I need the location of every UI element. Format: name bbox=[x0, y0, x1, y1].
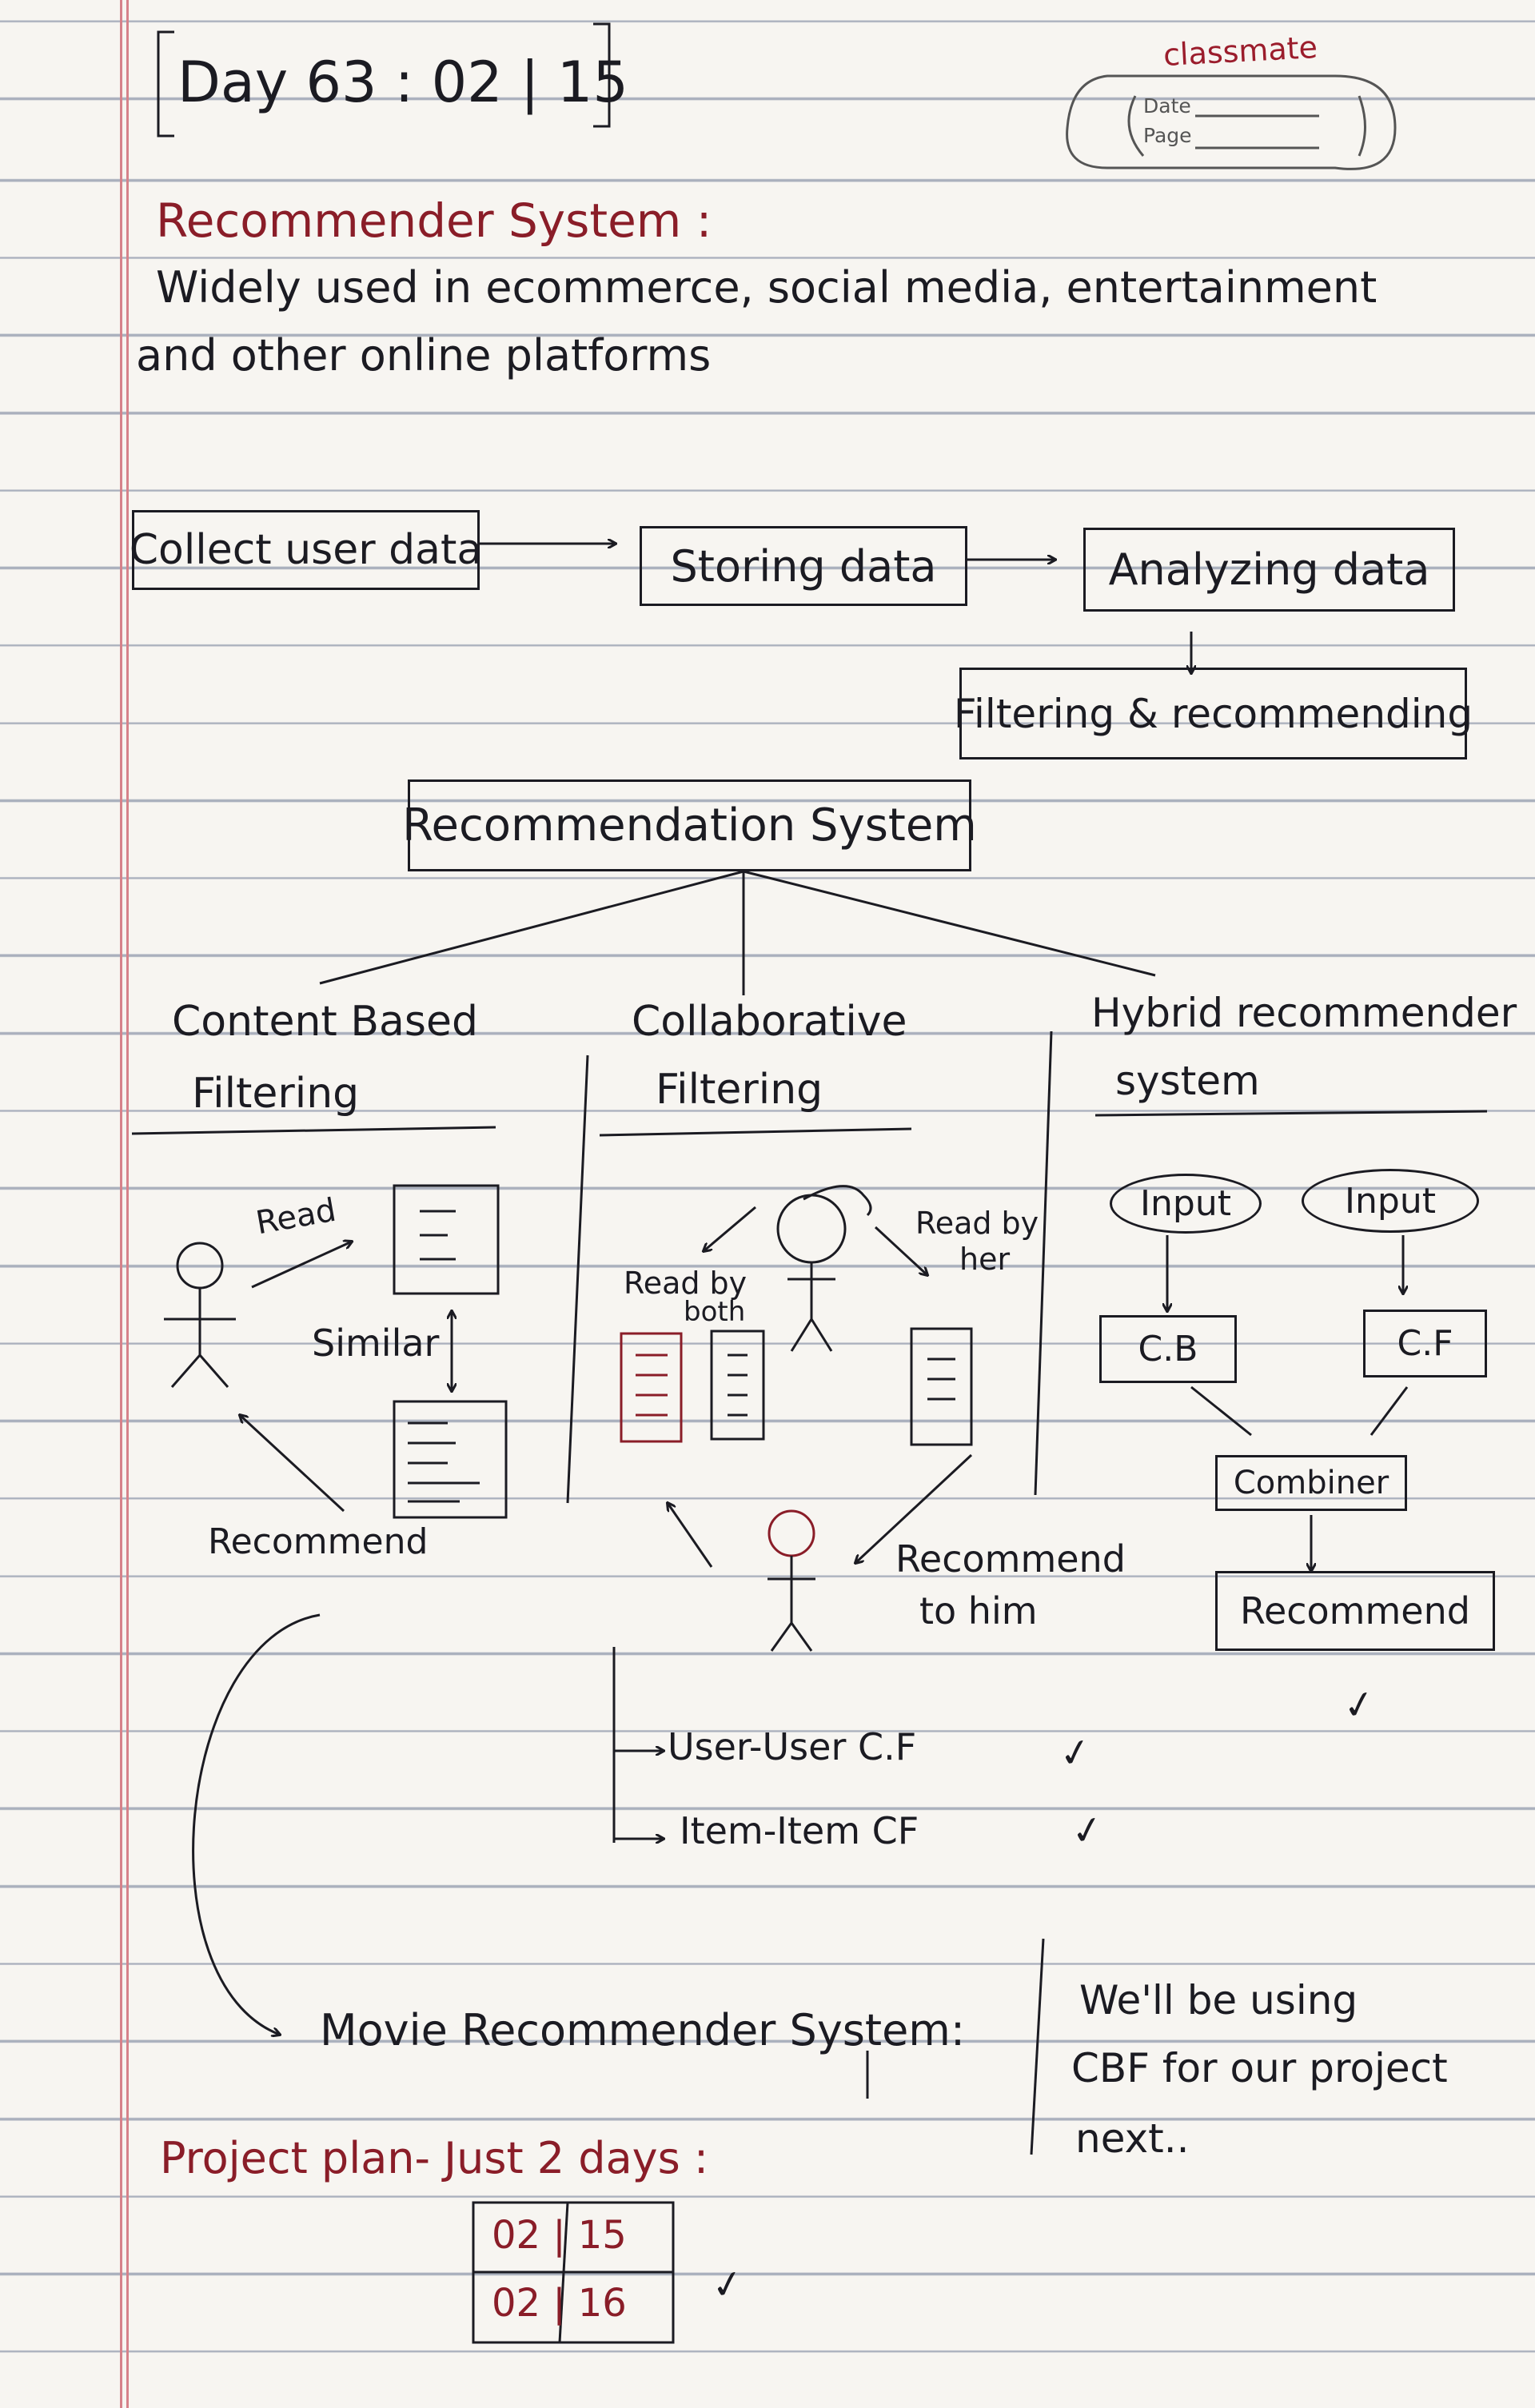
plan-date-2: 02 | 16 bbox=[492, 2281, 627, 2326]
cf-read-by-her-line1: Read by bbox=[915, 1206, 1039, 1241]
plan-date-1: 02 | 15 bbox=[492, 2213, 627, 2258]
cf-recommend-to-him-line1: Recommend bbox=[895, 1537, 1126, 1581]
cf-recommend-to-him-line2: to him bbox=[919, 1589, 1038, 1633]
day-label: Day 63 : 02 | 15 bbox=[177, 50, 628, 115]
hybrid-input-2: Input bbox=[1302, 1169, 1479, 1233]
pipeline-step-filter: Filtering & recommending bbox=[954, 668, 1473, 759]
branch-collaborative-line2: Filtering bbox=[656, 1066, 823, 1114]
hybrid-cb-box: C.B bbox=[1099, 1315, 1237, 1383]
branch-hybrid-line1: Hybrid recommender bbox=[1091, 990, 1517, 1036]
movie-note-line1: We'll be using bbox=[1079, 1977, 1358, 2023]
branch-hybrid-line2: system bbox=[1115, 1058, 1260, 1104]
branch-content-based-line2: Filtering bbox=[192, 1070, 360, 1118]
tree-root: Recommendation System bbox=[402, 779, 977, 871]
stamp-page-label: Page bbox=[1143, 124, 1192, 147]
margin-line bbox=[126, 0, 129, 2408]
pipeline-step-analyze: Analyzing data bbox=[1083, 528, 1455, 612]
pipeline-step-collect: Collect user data bbox=[130, 510, 482, 590]
cbf-similar-label: Similar bbox=[312, 1322, 440, 1365]
cf-type-item-item: Item-Item CF bbox=[680, 1809, 919, 1852]
margin-line bbox=[120, 0, 122, 2408]
branch-collaborative-line1: Collaborative bbox=[632, 998, 907, 1046]
hybrid-recommend-box: Recommend bbox=[1215, 1571, 1495, 1651]
hybrid-combiner-box: Combiner bbox=[1215, 1455, 1407, 1511]
hybrid-cf-box: C.F bbox=[1363, 1310, 1487, 1377]
cf-read-by-both-line2: both bbox=[684, 1296, 746, 1328]
intro-line-1: Widely used in ecommerce, social media, … bbox=[156, 262, 1378, 313]
movie-recommender-label: Movie Recommender System: bbox=[320, 2005, 966, 2055]
movie-note-line2: CBF for our project bbox=[1071, 2045, 1448, 2091]
branch-content-based-line1: Content Based bbox=[172, 998, 478, 1046]
cbf-recommend-label: Recommend bbox=[208, 1521, 429, 1562]
cf-type-user-user: User-User C.F bbox=[668, 1725, 917, 1768]
stamp-date-label: Date bbox=[1143, 94, 1191, 118]
cf-read-by-both-line1: Read by bbox=[624, 1266, 748, 1301]
section-title: Recommender System : bbox=[156, 193, 712, 248]
hybrid-input-1: Input bbox=[1110, 1174, 1262, 1234]
pipeline-step-store: Storing data bbox=[640, 526, 967, 606]
project-plan-title: Project plan- Just 2 days : bbox=[160, 2133, 709, 2183]
movie-note-line3: next.. bbox=[1075, 2115, 1190, 2162]
cf-read-by-her-line2: her bbox=[959, 1242, 1011, 1277]
intro-line-2: and other online platforms bbox=[136, 330, 712, 381]
